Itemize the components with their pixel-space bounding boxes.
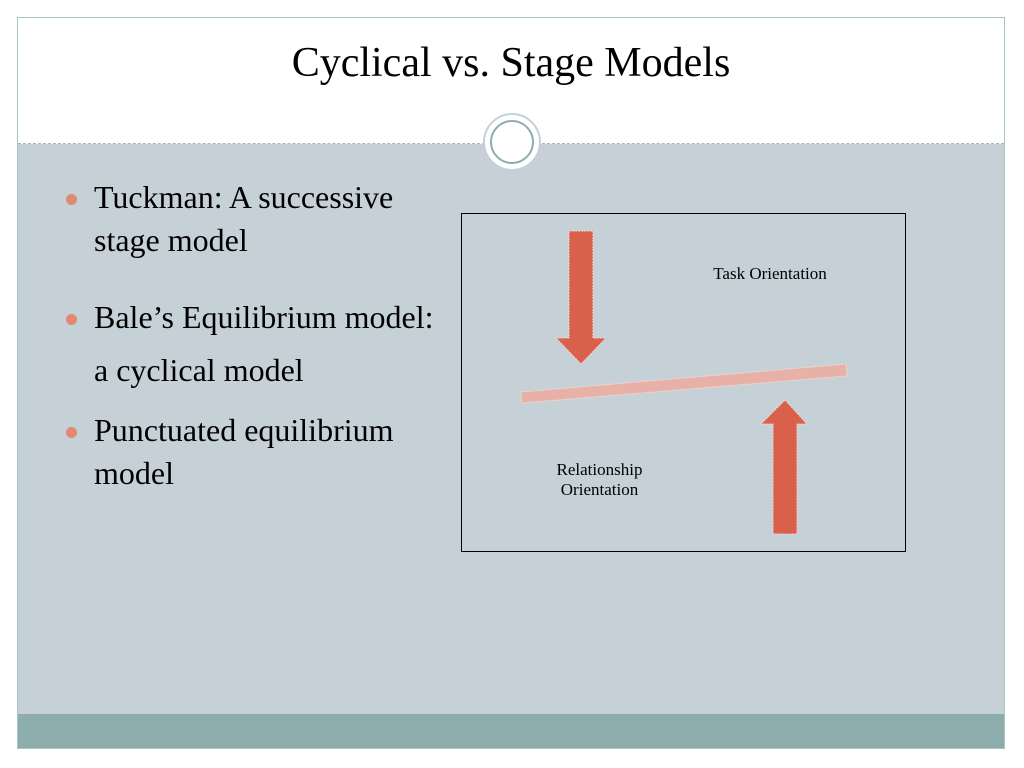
- bullet-item-punctuated: Punctuated equilibrium model: [60, 409, 440, 495]
- down-arrow-icon: [554, 230, 608, 365]
- task-orientation-label: Task Orientation: [713, 264, 827, 283]
- up-arrow-icon: [759, 399, 809, 535]
- balance-diagram-graphic: [520, 230, 848, 535]
- footer-bar: [18, 714, 1004, 748]
- balance-beam: [520, 363, 848, 404]
- relationship-orientation-label: Relationship Orientation: [556, 460, 643, 499]
- balance-diagram: Task Orientation Relationship Orientatio…: [461, 213, 906, 552]
- bullet-item-bales: Bale’s Equilibrium model: a cyclical mod…: [60, 291, 440, 397]
- bullet-item-tuckman: Tuckman: A successive stage model: [60, 176, 440, 262]
- divider-ring-icon: [483, 113, 541, 171]
- bullet-list: Tuckman: A successive stage model Bale’s…: [60, 176, 440, 495]
- slide-title: Cyclical vs. Stage Models: [291, 40, 731, 86]
- slide: Cyclical vs. Stage Models Tuckman: A suc…: [17, 17, 1005, 749]
